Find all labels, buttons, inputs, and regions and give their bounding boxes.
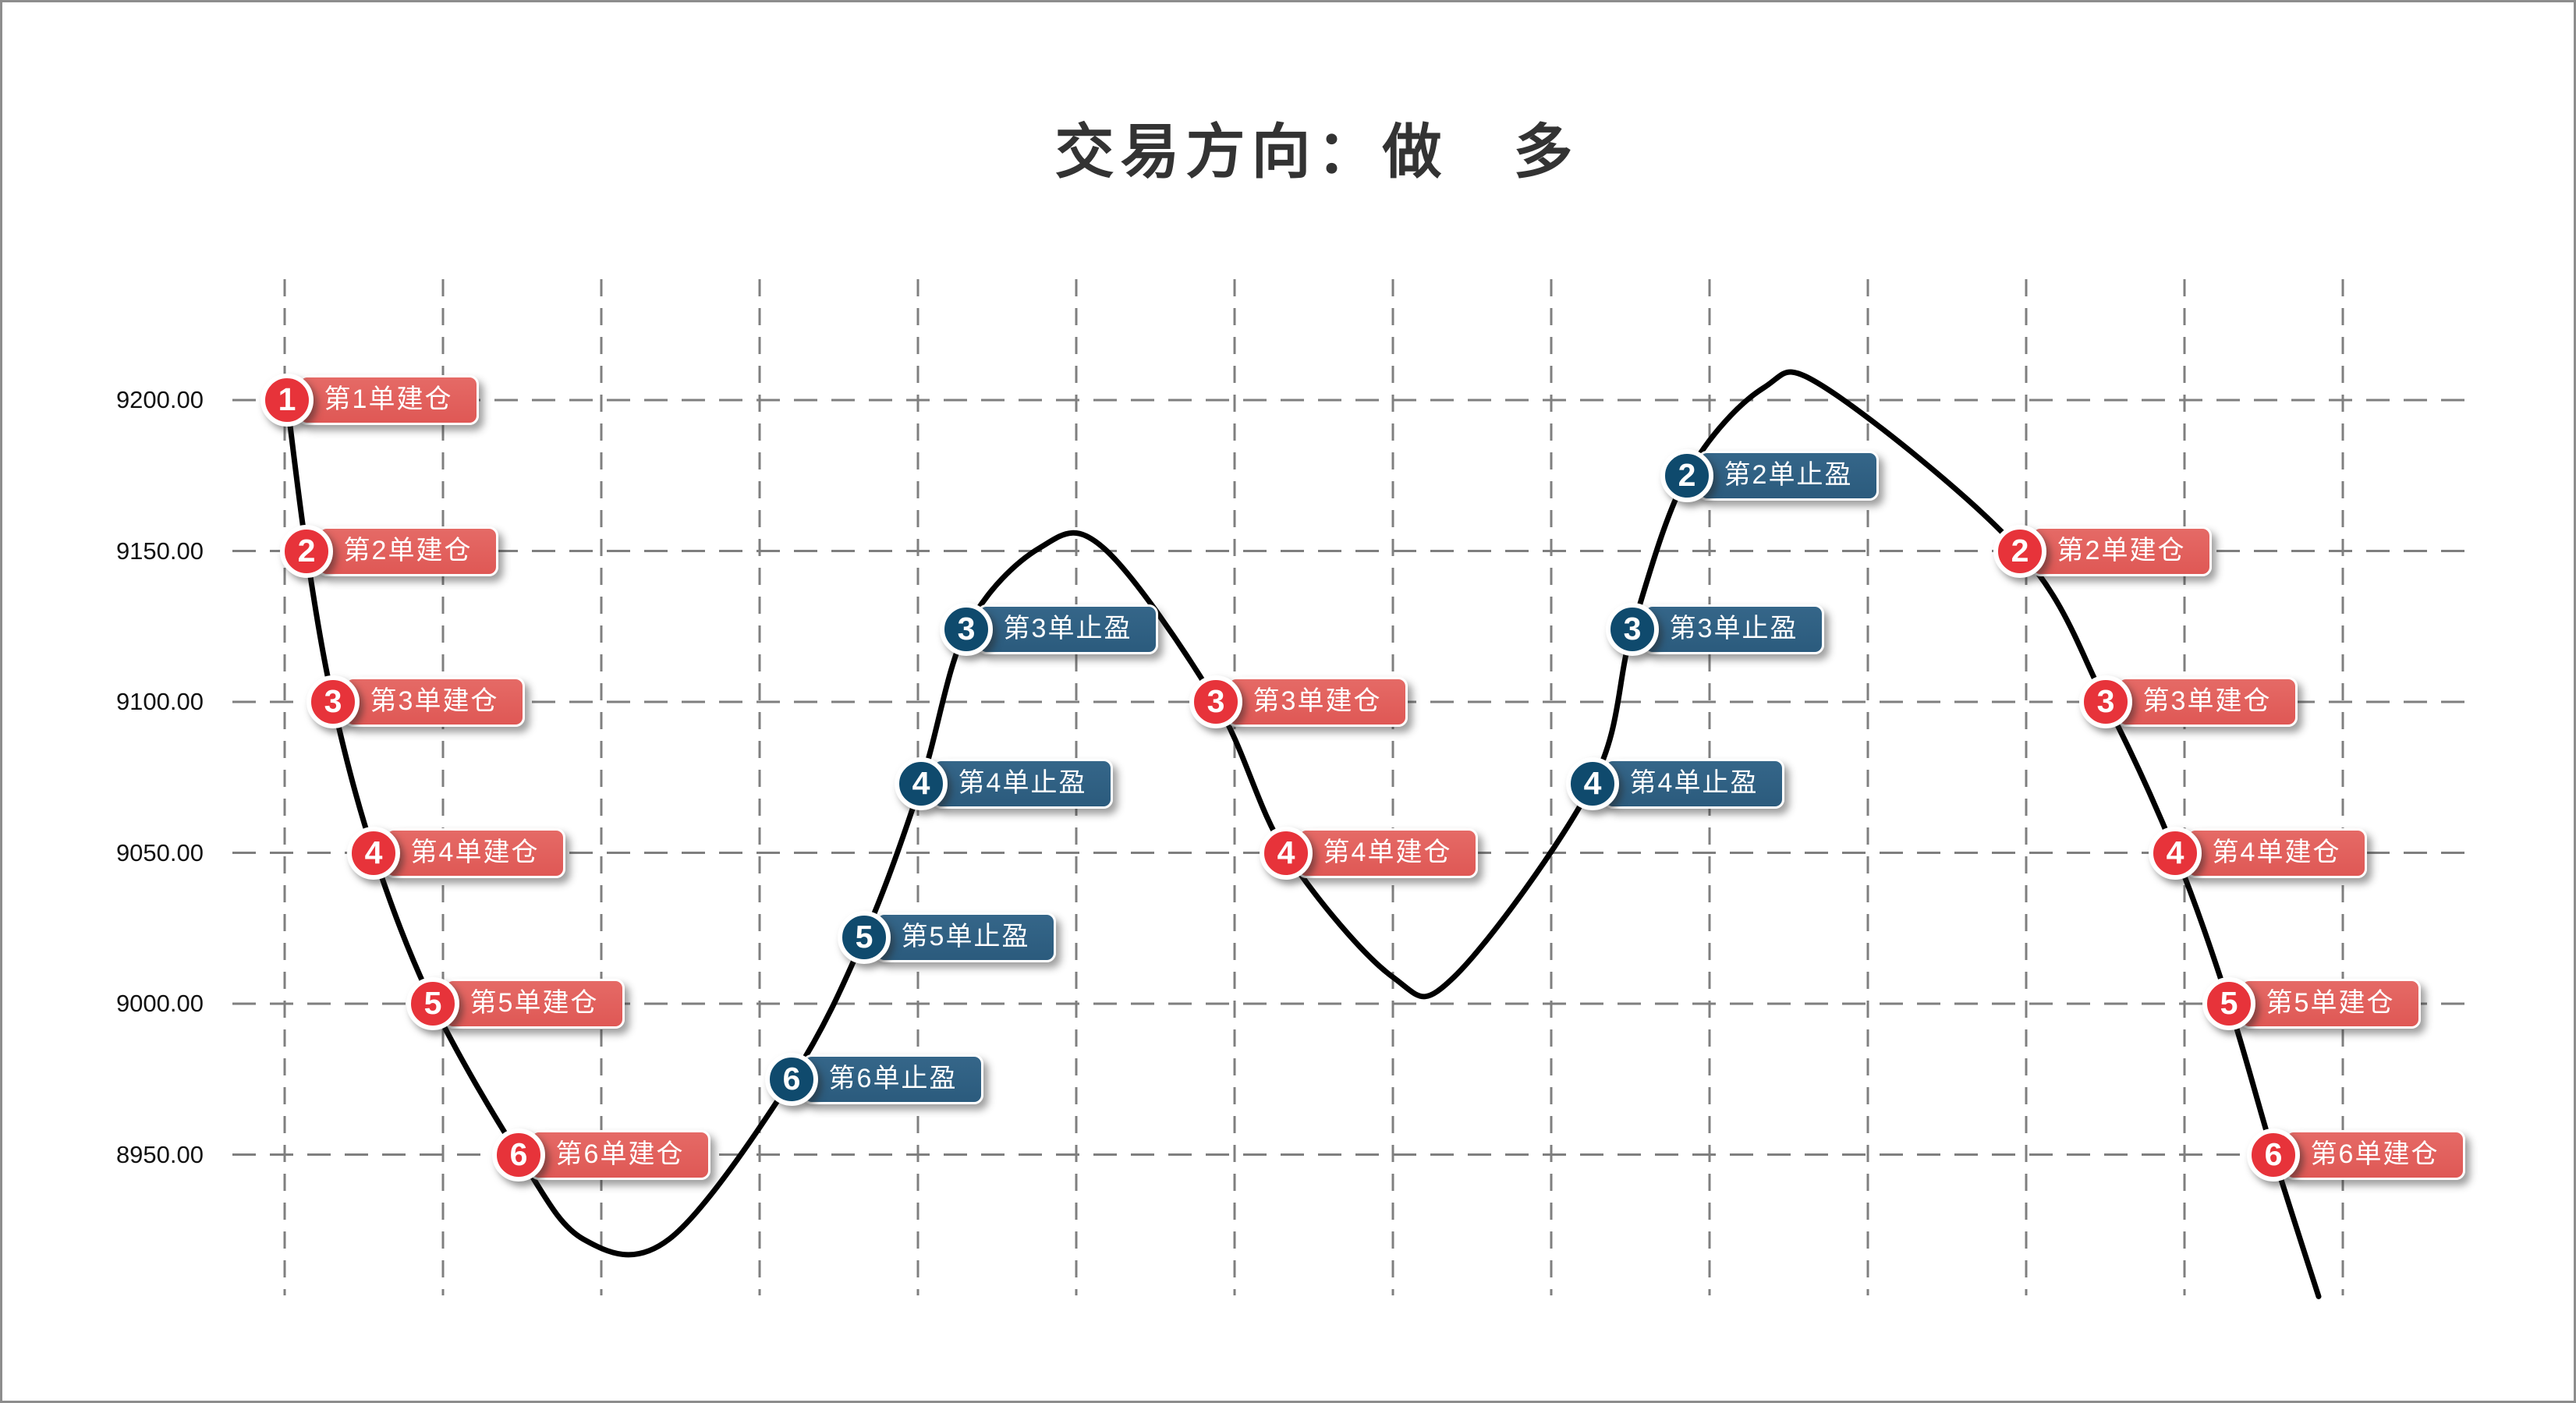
marker-label: 第3单建仓 <box>2117 677 2298 727</box>
y-axis-tick-label: 8950.00 <box>115 1140 204 1168</box>
marker-number: 4 <box>895 756 948 810</box>
marker-label: 第3单建仓 <box>1227 677 1408 727</box>
marker-number: 3 <box>2079 675 2132 728</box>
marker-label: 第3单止盈 <box>1643 604 1824 655</box>
marker-label: 第2单止盈 <box>1698 450 1879 501</box>
marker-label: 第5单建仓 <box>2240 979 2421 1029</box>
marker-number: 2 <box>280 524 333 578</box>
price-curve <box>284 369 2322 1299</box>
marker-number: 2 <box>1660 448 1713 502</box>
y-axis-tick-label: 9150.00 <box>115 537 204 565</box>
marker-label: 第4单建仓 <box>2186 827 2367 878</box>
marker-label: 第4单建仓 <box>384 827 565 878</box>
marker-number: 4 <box>1260 826 1313 880</box>
marker-number: 5 <box>2202 977 2255 1030</box>
marker-number: 5 <box>838 910 891 964</box>
marker-label: 第2单建仓 <box>317 526 498 576</box>
marker-label: 第1单建仓 <box>298 375 479 425</box>
marker-number: 2 <box>1993 524 2046 578</box>
marker-label: 第4单建仓 <box>1297 827 1478 878</box>
marker-number: 3 <box>940 603 993 657</box>
marker-label: 第4单止盈 <box>932 758 1113 809</box>
marker-number: 3 <box>1606 603 1659 657</box>
marker-label: 第3单建仓 <box>344 677 525 727</box>
marker-number: 4 <box>2149 826 2202 880</box>
marker-label: 第5单建仓 <box>444 979 625 1029</box>
marker-label: 第4单止盈 <box>1603 758 1784 809</box>
marker-label: 第5单止盈 <box>875 912 1056 962</box>
marker-number: 6 <box>492 1128 545 1182</box>
marker-number: 3 <box>1189 675 1242 728</box>
y-axis-tick-label: 9000.00 <box>115 990 204 1017</box>
chart-title: 交易方向：做 多 <box>1054 119 1579 186</box>
marker-number: 1 <box>260 374 314 427</box>
marker-label: 第6单止盈 <box>803 1054 983 1104</box>
marker-number: 6 <box>2247 1128 2300 1182</box>
y-axis-tick-label: 9200.00 <box>115 386 204 413</box>
marker-label: 第6单建仓 <box>2284 1129 2465 1180</box>
marker-number: 5 <box>406 977 459 1030</box>
marker-number: 3 <box>306 675 360 728</box>
y-axis-tick-label: 9050.00 <box>115 838 204 866</box>
marker-label: 第6单建仓 <box>530 1129 710 1180</box>
y-axis-tick-label: 9100.00 <box>115 688 204 715</box>
marker-label: 第2单建仓 <box>2031 526 2212 576</box>
marker-label: 第3单止盈 <box>977 604 1158 655</box>
marker-number: 4 <box>1566 756 1619 810</box>
marker-number: 4 <box>347 826 400 880</box>
marker-number: 6 <box>765 1052 818 1106</box>
